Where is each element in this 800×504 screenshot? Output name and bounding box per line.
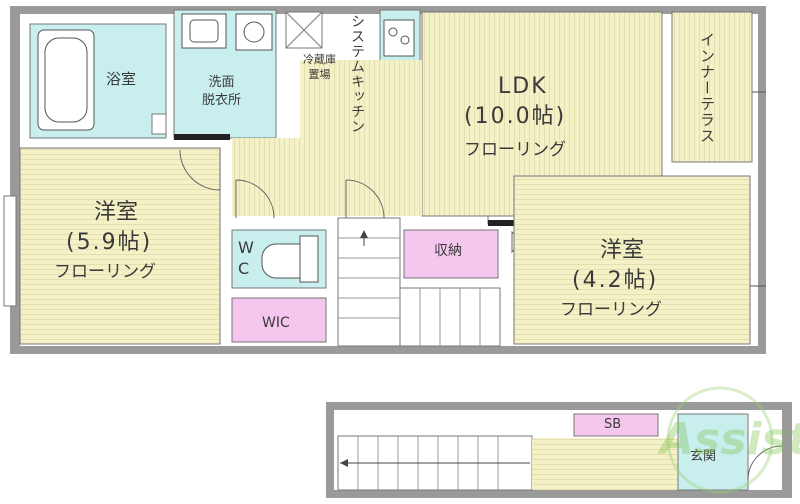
bath-label: 浴室 (106, 70, 137, 88)
east-room-size-label: (4.2帖) (572, 268, 659, 293)
storage-area (403, 229, 499, 279)
storage-label: 収納 (434, 243, 462, 259)
west-room-name-label: 洋室 (94, 200, 139, 225)
east-room-area (513, 175, 751, 345)
fridge-label: 冷蔵庫 置場 (303, 53, 336, 82)
ldk-size-label: (10.0帖) (464, 104, 567, 129)
washroom-label: 洗面 脱衣所 (202, 75, 242, 108)
wic-area (231, 297, 327, 343)
inner-terrace-area (671, 11, 753, 163)
west-room-floor-label: フローリング (54, 262, 156, 282)
stove-icon (383, 19, 415, 57)
east-room-floor-label: フローリング (560, 300, 662, 320)
entrance-label: 玄関 (690, 449, 717, 464)
hall-floor (532, 438, 678, 490)
watermark-text: Assist (660, 414, 800, 465)
sb-label: SB (604, 417, 622, 432)
sb-area (573, 413, 659, 437)
staircase (337, 217, 401, 347)
west-room-area (19, 147, 221, 345)
west-room-size-label: (5.9帖) (66, 230, 153, 255)
wc-label: W C (238, 238, 254, 278)
ldk-floor-label: フローリング (464, 140, 566, 160)
entrance-area (677, 413, 749, 491)
east-room-name-label: 洋室 (600, 238, 645, 263)
watermark-logo (666, 386, 774, 494)
wic-label: WIC (262, 315, 290, 331)
ldk-name-label: LDK (498, 74, 548, 99)
kitchen-label: システムキッチン (349, 14, 365, 134)
terrace-label: インナーテラス (698, 32, 716, 144)
